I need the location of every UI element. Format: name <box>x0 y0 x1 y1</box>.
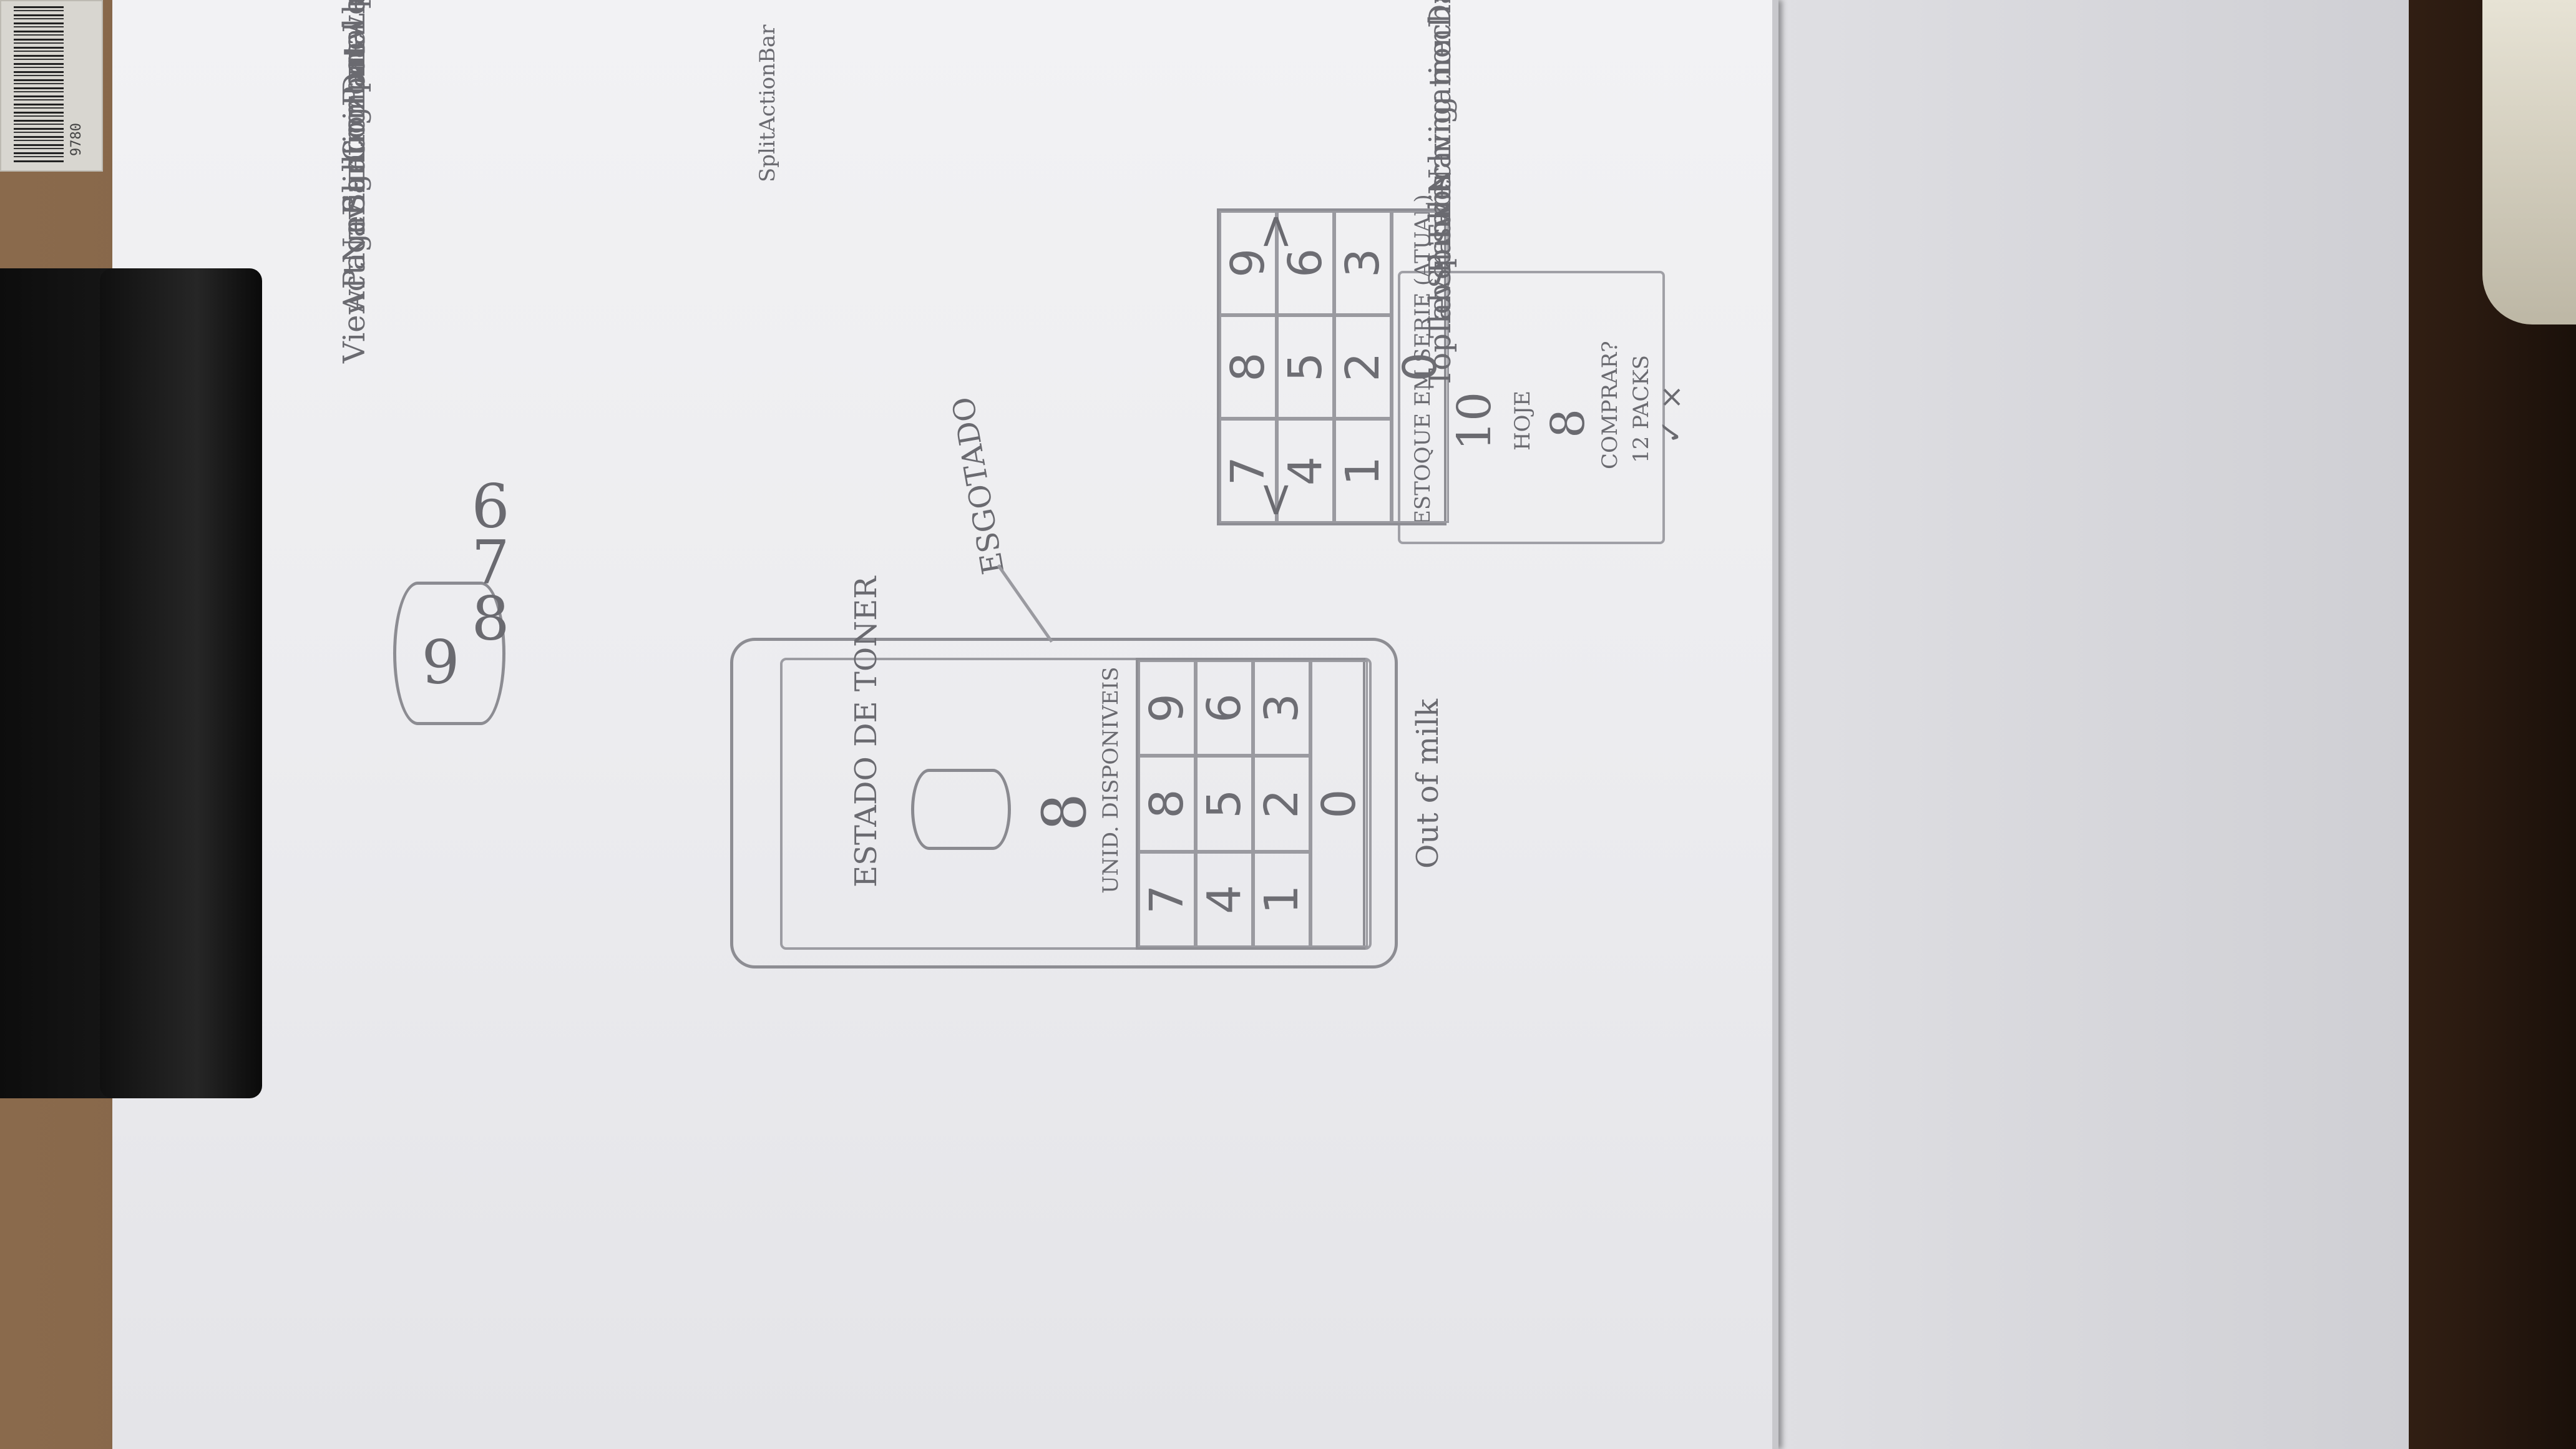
phone-key[interactable]: 2 <box>1253 756 1310 852</box>
phone-key[interactable]: 7 <box>1138 851 1196 947</box>
phone-key[interactable]: 0 <box>1310 660 1368 947</box>
phone-key[interactable]: 3 <box>1253 660 1310 756</box>
callout-arrow-icon <box>997 564 1053 643</box>
phone-label-below: Out of milk <box>1410 698 1445 869</box>
side-value1: 10 <box>1448 391 1501 451</box>
phone-title: ESTADO DE TONER <box>849 576 884 887</box>
phone-key[interactable]: 9 <box>1138 660 1196 756</box>
phone-count: 8 <box>1030 793 1100 831</box>
side-marks: ✓ × <box>1654 384 1689 444</box>
nav-left-icon[interactable]: < <box>1248 480 1302 519</box>
note-left-aside: SplitActionBar <box>755 24 780 182</box>
small-keypad: 7 8 9 4 5 6 1 2 3 0 <box>1217 208 1449 525</box>
small-key[interactable]: 8 <box>1219 315 1277 419</box>
side-line2: HOJE <box>1510 391 1535 451</box>
phone-key[interactable]: 6 <box>1196 660 1253 756</box>
phone-key[interactable]: 8 <box>1138 756 1196 852</box>
paper-sheet <box>112 0 1778 1449</box>
barcode-bars <box>14 6 64 162</box>
cylinder-number: 6 <box>471 471 510 542</box>
side-line3: COMPRAR? <box>1598 341 1622 469</box>
cylinder-number: 9 <box>421 627 460 698</box>
phone-key[interactable]: 5 <box>1196 756 1253 852</box>
side-line4: 12 PACKS <box>1629 354 1654 463</box>
note-left: SlidingPaneLayout - <box>337 0 372 213</box>
phone-key[interactable]: 4 <box>1196 851 1253 947</box>
nav-right-icon[interactable]: > <box>1248 212 1302 251</box>
small-key[interactable]: 3 <box>1334 211 1392 315</box>
phone-callout: ESGOTADO <box>945 394 1012 577</box>
phone-keypad: 7 8 9 4 5 6 1 2 3 0 <box>1136 658 1368 950</box>
toner-cylinder-icon <box>911 769 1011 850</box>
phone-caption: UNID. DISPONIVEIS <box>1098 666 1123 894</box>
small-key[interactable]: 2 <box>1334 315 1392 419</box>
small-key[interactable]: 5 <box>1277 315 1334 419</box>
phone-key[interactable]: 1 <box>1253 851 1310 947</box>
cloth-corner <box>2482 0 2576 324</box>
binder-clip <box>0 268 262 1098</box>
barcode-sticker: 9780 <box>0 0 103 172</box>
side-value2: 8 <box>1541 408 1595 438</box>
small-key[interactable]: 1 <box>1334 419 1392 523</box>
